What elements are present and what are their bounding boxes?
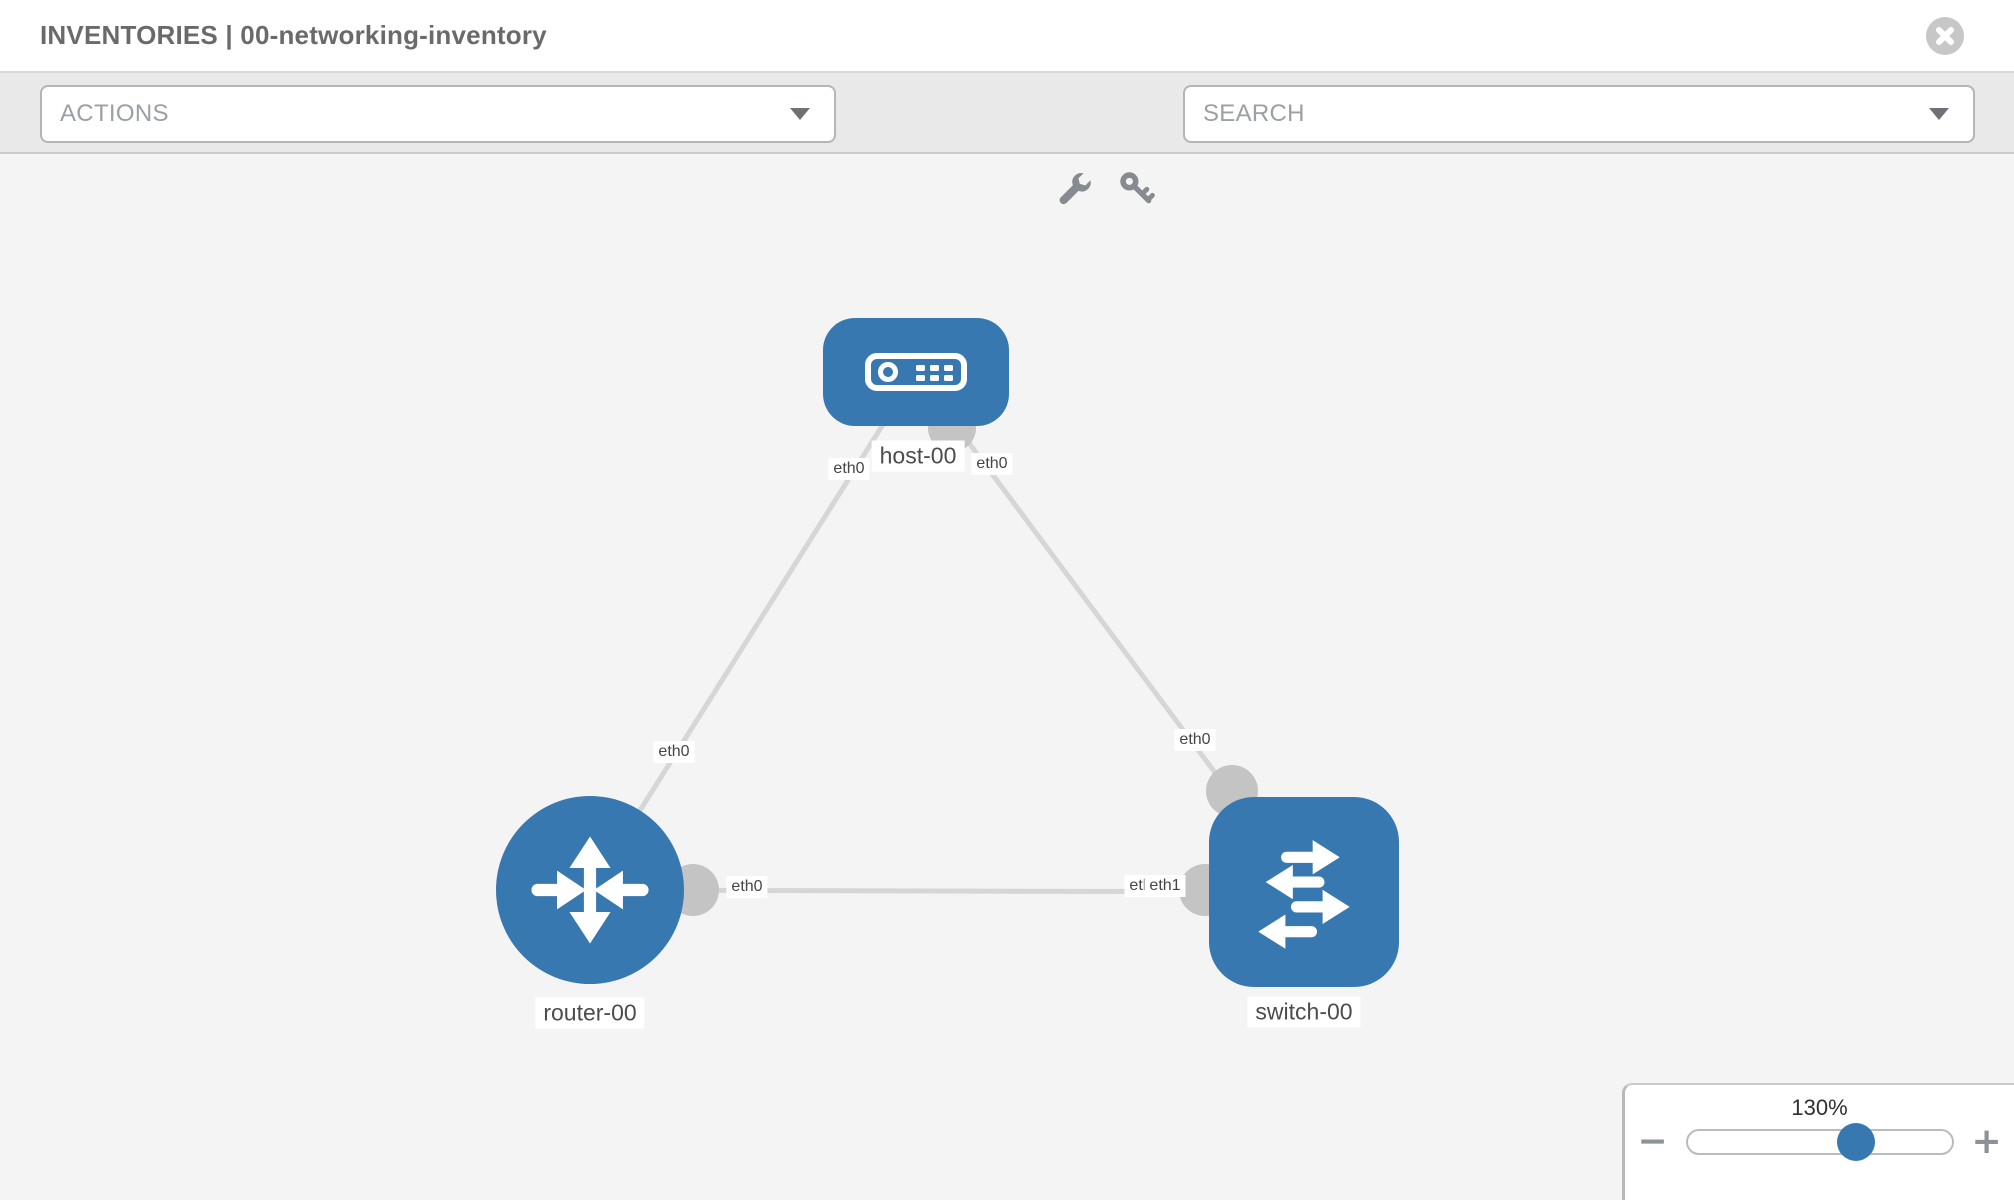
close-icon — [1936, 27, 1954, 45]
zoom-slider-thumb[interactable] — [1837, 1123, 1876, 1161]
zoom-slider-track[interactable] — [1685, 1123, 1954, 1161]
search-dropdown-label: SEARCH — [1203, 100, 1305, 127]
actions-dropdown[interactable]: ACTIONS — [40, 85, 836, 143]
toolbar: ACTIONS SEARCH — [0, 73, 2014, 205]
host-00-node[interactable] — [823, 318, 1009, 426]
switch-arrows-icon — [1258, 840, 1350, 949]
interface-label-eth0: eth0 — [971, 453, 1013, 475]
key-button[interactable] — [1112, 165, 1162, 213]
chevron-down-icon — [790, 108, 810, 120]
zoom-in-button[interactable]: + — [1968, 1124, 2006, 1160]
interface-label-eth0: eth0 — [1174, 729, 1216, 751]
key-icon — [1120, 172, 1155, 204]
interface-label-eth0: eth0 — [828, 458, 870, 480]
page-title: INVENTORIES | 00-networking-inventory — [40, 20, 547, 50]
host-device-icon — [865, 353, 967, 391]
router-00-label: router-00 — [535, 997, 645, 1029]
close-button[interactable] — [1926, 17, 1964, 55]
actions-dropdown-label: ACTIONS — [60, 100, 169, 127]
router-00-node[interactable] — [496, 796, 684, 984]
zoom-panel: 130% − + — [1622, 1083, 2014, 1200]
switch-00-node[interactable] — [1209, 797, 1399, 987]
page-header: INVENTORIES | 00-networking-inventory — [0, 0, 2014, 73]
interface-label-eth0: eth0 — [653, 741, 695, 763]
interface-label-eth1: eth1 — [1144, 875, 1186, 897]
zoom-slider: − + — [1625, 1123, 2014, 1161]
wrench-button[interactable] — [1050, 165, 1100, 213]
search-dropdown[interactable]: SEARCH — [1183, 85, 1975, 143]
interface-label-eth0: eth0 — [726, 876, 768, 898]
zoom-level-label: 130% — [1791, 1095, 1848, 1120]
router-arrows-icon — [531, 836, 649, 944]
wrench-icon — [1059, 173, 1091, 205]
switch-00-label: switch-00 — [1247, 996, 1361, 1028]
main-canvas — [0, 152, 2014, 1200]
zoom-out-button[interactable]: − — [1633, 1124, 1671, 1160]
host-00-label: host-00 — [871, 440, 965, 472]
chevron-down-icon — [1929, 108, 1949, 120]
